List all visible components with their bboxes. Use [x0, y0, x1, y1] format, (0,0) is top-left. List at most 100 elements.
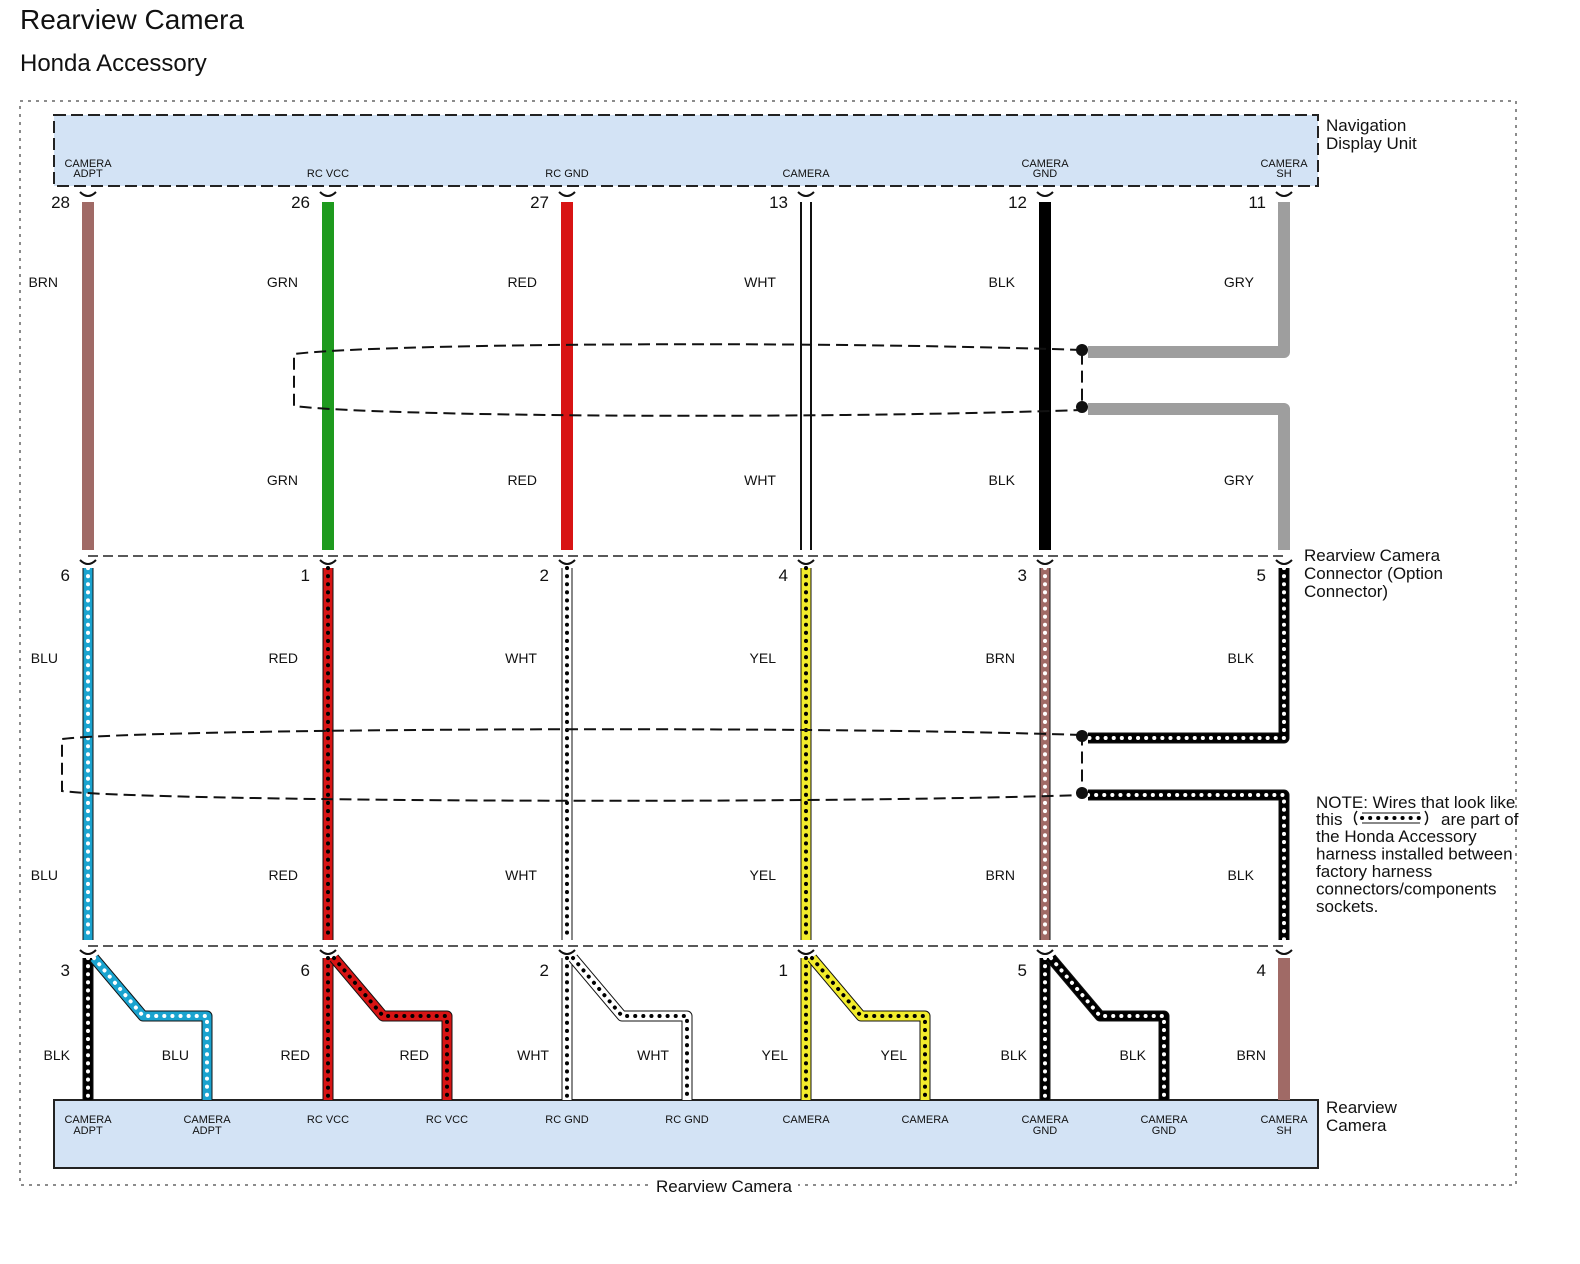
splice-dot — [1076, 401, 1088, 413]
option-pin-number: 2 — [540, 566, 549, 585]
camera-pin-number: 2 — [540, 961, 549, 980]
camera-pin-terminal — [797, 949, 815, 955]
rearview-camera-box — [53, 1099, 1319, 1169]
wire-color-label: BLK — [1120, 1047, 1147, 1063]
nav-pin-name: GND — [1033, 168, 1058, 180]
pin-terminal — [797, 191, 815, 197]
wire-outline — [1088, 568, 1290, 744]
camera-pin-name: CAMERA — [1021, 1114, 1069, 1126]
camera-pin-number: 1 — [779, 961, 788, 980]
camera-pin-number: 6 — [301, 961, 310, 980]
shield-outline-lower — [61, 728, 1083, 802]
wire-color-label: RED — [507, 472, 537, 488]
wire-camera-branch — [568, 954, 693, 1102]
note-text: sockets. — [1316, 897, 1378, 916]
camera-pin-name: SH — [1276, 1125, 1291, 1137]
note-text: are part of — [1441, 810, 1519, 829]
wire-outline — [1088, 789, 1290, 940]
wire-color-label: WHT — [744, 274, 776, 290]
camera-pin-name: GND — [1152, 1125, 1177, 1137]
wire-camera-branch — [329, 954, 453, 1102]
option-pin-number: 4 — [779, 566, 788, 585]
option-pin-terminal — [1036, 559, 1054, 565]
wire-color-label: BLU — [31, 650, 58, 666]
nav-unit-label: Navigation — [1326, 116, 1406, 135]
wire-gry-top — [1088, 202, 1290, 358]
wire-color-label: BLK — [989, 274, 1016, 290]
option-pin-number: 1 — [301, 566, 310, 585]
camera-pin-name: GND — [1033, 1125, 1058, 1137]
camera-pin-name: CAMERA — [782, 1114, 830, 1126]
wire-color-label: BLK — [1001, 1047, 1028, 1063]
wire-color-label: BLU — [162, 1047, 189, 1063]
wire-core — [808, 955, 930, 1100]
wire-color-label: RED — [268, 650, 298, 666]
wire-color-label: WHT — [505, 867, 537, 883]
wire-color-label: BLU — [31, 867, 58, 883]
wire-core — [569, 955, 692, 1100]
wire-color-label: RED — [399, 1047, 429, 1063]
camera-pin-name: RC GND — [545, 1114, 588, 1126]
wire-core — [330, 955, 452, 1100]
wire-color-label: GRY — [1224, 274, 1255, 290]
nav-pin-number: 13 — [769, 193, 788, 212]
option-pin-terminal — [1275, 559, 1293, 565]
splice-dot — [1076, 787, 1088, 799]
camera-pin-name: RC GND — [665, 1114, 708, 1126]
pin-terminal — [79, 191, 97, 197]
shield-outline-upper — [293, 343, 1083, 417]
wire-color-label: YEL — [750, 650, 777, 666]
camera-pin-name: ADPT — [73, 1125, 103, 1137]
camera-pin-name: RC VCC — [426, 1114, 468, 1126]
camera-label: Camera — [1326, 1116, 1387, 1135]
note-text: the Honda Accessory — [1316, 827, 1477, 846]
option-connector-label: Connector) — [1304, 582, 1388, 601]
nav-unit-label: Display Unit — [1326, 134, 1417, 153]
splice-dot — [1076, 730, 1088, 742]
camera-pin-number: 4 — [1257, 961, 1266, 980]
nav-pin-number: 11 — [1248, 193, 1266, 212]
option-pin-number: 3 — [1018, 566, 1027, 585]
wire-camera-branch — [1046, 954, 1170, 1102]
nav-pin-number: 12 — [1008, 193, 1027, 212]
camera-pin-name: CAMERA — [901, 1114, 949, 1126]
option-pin-terminal — [319, 559, 337, 565]
option-connector-label: Connector (Option — [1304, 564, 1443, 583]
option-pin-number: 5 — [1257, 566, 1266, 585]
camera-pin-name: RC VCC — [307, 1114, 349, 1126]
camera-pin-number: 3 — [61, 961, 70, 980]
pin-terminal — [319, 191, 337, 197]
option-pin-terminal — [558, 559, 576, 565]
note-text: connectors/components — [1316, 880, 1497, 899]
outer-frame — [19, 100, 1517, 1186]
camera-pin-number: 5 — [1018, 961, 1027, 980]
splice-dot — [1076, 344, 1088, 356]
note-text: harness installed between — [1316, 845, 1513, 864]
page-subtitle: Honda Accessory — [20, 50, 207, 77]
frame-label: Rearview Camera — [656, 1177, 793, 1196]
wire-core — [1088, 568, 1289, 743]
camera-pin-name: ADPT — [192, 1125, 222, 1137]
wire-color-label: WHT — [517, 1047, 549, 1063]
nav-pin-number: 27 — [530, 193, 549, 212]
page-title: Rearview Camera — [20, 4, 245, 35]
pin-terminal — [1036, 191, 1054, 197]
wire-color-label: WHT — [637, 1047, 669, 1063]
wire-color-label: WHT — [744, 472, 776, 488]
nav-display-unit-box — [53, 114, 1319, 187]
option-pin-terminal — [797, 559, 815, 565]
wire-color-label: RED — [507, 274, 537, 290]
wire-color-label: GRN — [267, 472, 298, 488]
option-pin-number: 6 — [61, 566, 70, 585]
nav-pin-name: RC VCC — [307, 168, 349, 180]
camera-pin-terminal — [319, 949, 337, 955]
nav-pin-name: CAMERA — [1260, 158, 1308, 170]
wire-core — [1088, 202, 1290, 358]
wire-color-label: YEL — [881, 1047, 908, 1063]
wire-color-label: BLK — [1228, 650, 1255, 666]
frame-label-bg — [650, 1173, 798, 1197]
wire-color-label: RED — [280, 1047, 310, 1063]
camera-pin-terminal — [1275, 949, 1293, 955]
wire-color-label: BRN — [985, 867, 1015, 883]
